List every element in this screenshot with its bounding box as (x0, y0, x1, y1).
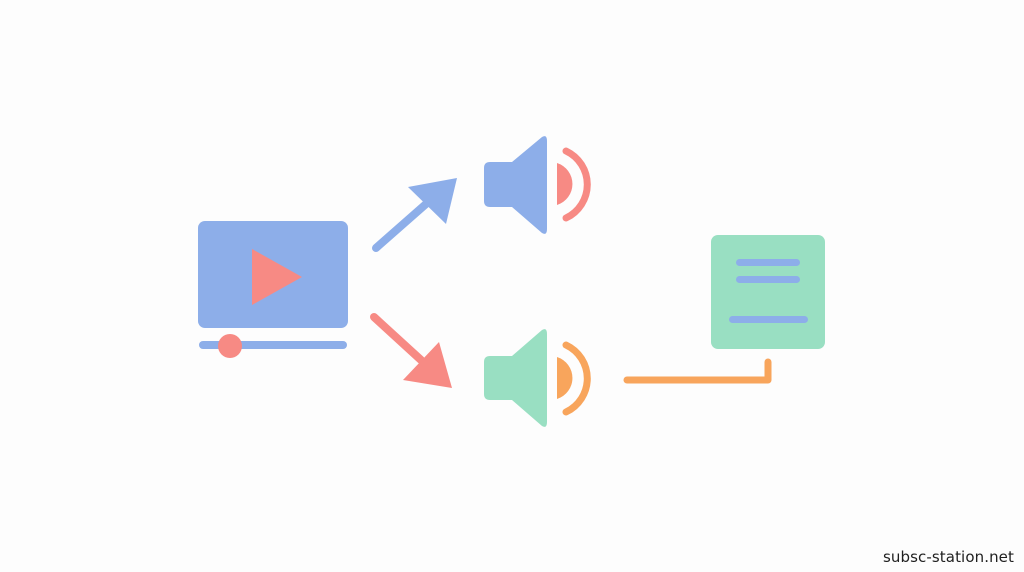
play-icon (252, 249, 302, 305)
watermark-text: subsc-station.net (882, 548, 1014, 566)
connector-line (623, 358, 772, 384)
document-line (736, 276, 800, 283)
speaker-inner-wave (557, 357, 573, 399)
speaker-outer-wave (562, 147, 591, 222)
video-progress-knob (218, 334, 242, 358)
arrow-up-right-icon (372, 178, 457, 252)
document-line (729, 316, 808, 323)
arrow-down-right-icon (370, 313, 452, 388)
document-page (711, 235, 825, 349)
video-player-icon (198, 221, 348, 358)
speaker-inner-wave (557, 163, 573, 205)
speaker-outer-wave (562, 341, 591, 416)
speaker-icon (484, 136, 591, 234)
document-icon (711, 235, 825, 349)
speaker-body (484, 329, 547, 427)
speaker-icon (484, 329, 591, 427)
speaker-body (484, 136, 547, 234)
document-line (736, 259, 800, 266)
